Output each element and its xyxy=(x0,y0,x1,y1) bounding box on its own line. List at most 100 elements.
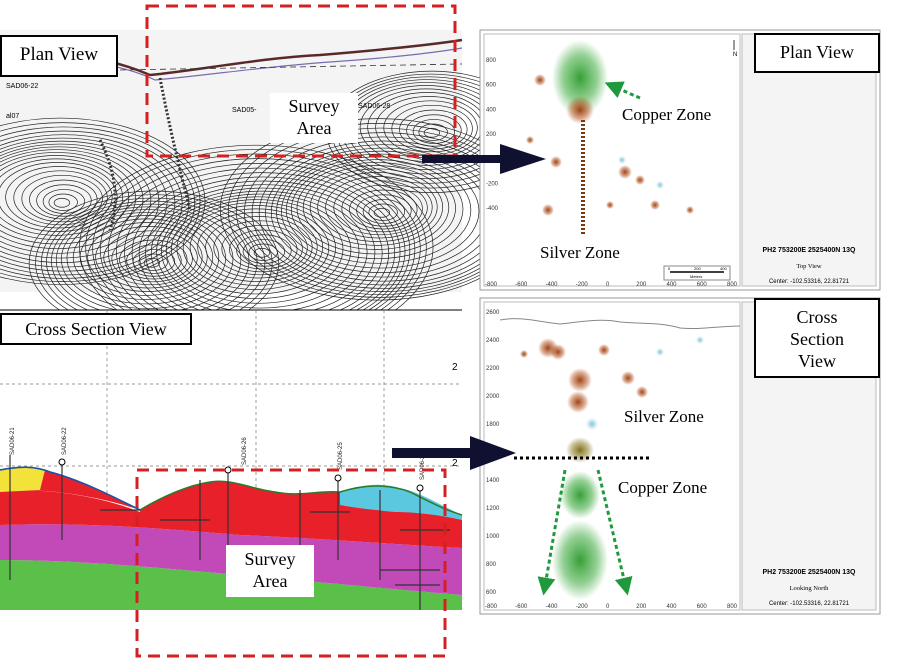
drill-hole-label: SAD06-24 xyxy=(420,452,426,480)
survey-area-box-top xyxy=(145,4,457,158)
contour-line xyxy=(356,194,412,227)
contour-line xyxy=(87,222,208,292)
x-tick-label: 600 xyxy=(697,282,708,288)
contour-line xyxy=(391,104,473,153)
y-tick-label: -400 xyxy=(486,206,499,212)
survey-area-box-bottom xyxy=(135,468,447,658)
y-tick-label: 600 xyxy=(486,83,497,89)
x-tick-label: 600 xyxy=(697,604,708,610)
survey-area-label-bottom: Survey Area xyxy=(226,545,314,597)
topographic-map: SAD06-22 al07 SAD05- SAD06-28 xyxy=(0,30,538,350)
x-tick-label: 800 xyxy=(727,282,738,288)
contour-line xyxy=(0,155,130,240)
y-tick-label: 600 xyxy=(486,590,497,596)
contour-line xyxy=(0,146,152,254)
x-tick-label: 400 xyxy=(667,604,678,610)
x-tick-label: -600 xyxy=(515,604,528,610)
y-tick-label: 1800 xyxy=(486,422,500,428)
scale-tick: 0 xyxy=(668,266,671,271)
y-tick-label: 2600 xyxy=(486,310,500,316)
drill-label: SAD06-22 xyxy=(6,83,38,90)
panel-coords: PH2 753200E 2525400N 13Q xyxy=(762,569,856,576)
contour-line xyxy=(61,209,234,309)
contour-line xyxy=(221,224,303,273)
contour-line xyxy=(291,159,464,259)
silver-zone-label-bottom: Silver Zone xyxy=(624,407,704,426)
contour-line xyxy=(171,199,344,299)
contour-line xyxy=(349,189,418,230)
scale-unit: Meters xyxy=(690,274,702,279)
contour-line xyxy=(399,109,468,150)
y-tick-label: 400 xyxy=(486,107,497,113)
contour-line xyxy=(132,249,176,274)
copper-zone-label-bottom: Copper Zone xyxy=(618,478,708,497)
panel-view-name: Top View xyxy=(796,263,822,270)
north-indicator: N xyxy=(733,52,737,58)
drill-hole-label: SAD06-25 xyxy=(338,442,344,470)
panel-view-name: Looking North xyxy=(790,585,830,592)
contour-line xyxy=(242,239,286,264)
contour-line xyxy=(296,162,456,255)
drill-hole-label: SAD06-21 xyxy=(10,427,16,455)
copper-zone-label-top: Copper Zone xyxy=(622,105,712,124)
contour-line xyxy=(0,122,201,282)
x-tick-label: 0 xyxy=(606,282,610,288)
y-tick-label: 800 xyxy=(486,58,497,64)
x-tick-label: 200 xyxy=(636,604,647,610)
x-tick-label: 0 xyxy=(606,604,610,610)
contour-line xyxy=(21,174,103,223)
plan-view-label-left: Plan View xyxy=(0,35,118,77)
y-tick-label: 1400 xyxy=(486,478,500,484)
contour-line xyxy=(161,193,360,309)
contour-line xyxy=(317,172,438,242)
contour-line xyxy=(368,203,398,221)
x-tick-label: -800 xyxy=(485,604,498,610)
contour-line xyxy=(213,220,308,276)
contour-line xyxy=(119,239,188,280)
panel-center: Center: -102.53316, 22.81721 xyxy=(769,279,850,285)
contour-line xyxy=(362,199,406,224)
cross-section-label-left: Cross Section View xyxy=(0,313,192,345)
contour-line xyxy=(143,257,161,268)
x-tick-label: 400 xyxy=(667,282,678,288)
y-tick-label: 2400 xyxy=(486,338,500,344)
contour-line xyxy=(72,215,220,300)
plan-3d-panel: 800 600 400 200 0 -200 -400 -800 -600 -400 -200 0 2… xyxy=(479,29,881,291)
contour-line xyxy=(103,230,198,286)
y-tick-label: 800 xyxy=(486,562,497,568)
y-tick-label: -200 xyxy=(486,181,499,187)
section-marker: 2 xyxy=(452,362,458,373)
x-tick-label: -600 xyxy=(515,282,528,288)
panel-coords: PH2 753200E 2525400N 13Q xyxy=(762,247,856,254)
drill-hole-label: SAD06-22 xyxy=(62,427,68,455)
plan-view-label-right: Plan View xyxy=(754,33,880,73)
contour-line xyxy=(0,149,144,249)
contour-line xyxy=(406,114,462,147)
contour-line xyxy=(373,207,391,218)
x-tick-label: 200 xyxy=(636,282,647,288)
arrow-plan xyxy=(422,144,546,174)
contour-line xyxy=(66,212,226,305)
x-tick-label: -800 xyxy=(485,282,498,288)
contour-line xyxy=(412,119,456,144)
x-tick-label: 800 xyxy=(727,604,738,610)
drill-label: SAD06-28 xyxy=(358,103,390,110)
x-tick-label: -400 xyxy=(546,282,559,288)
panel-center: Center: -102.53316, 22.81721 xyxy=(769,601,850,607)
contour-line xyxy=(126,244,182,277)
y-tick-label: 2200 xyxy=(486,366,500,372)
contour-line xyxy=(418,123,448,141)
contour-line xyxy=(0,162,118,232)
contour-line xyxy=(229,229,298,270)
drill-hole-label: SAD06-26 xyxy=(242,437,248,465)
cross-section-label-right: Cross Section View xyxy=(754,298,880,378)
contour-line xyxy=(53,197,71,208)
contour-line xyxy=(79,218,214,296)
x-tick-label: -200 xyxy=(576,282,589,288)
contour-line xyxy=(423,127,441,138)
silver-zone-label-top: Silver Zone xyxy=(540,243,620,262)
y-tick-label: 200 xyxy=(486,132,497,138)
x-tick-label: -200 xyxy=(576,604,589,610)
contour-line xyxy=(95,226,203,289)
drill-label: al07 xyxy=(6,113,19,120)
